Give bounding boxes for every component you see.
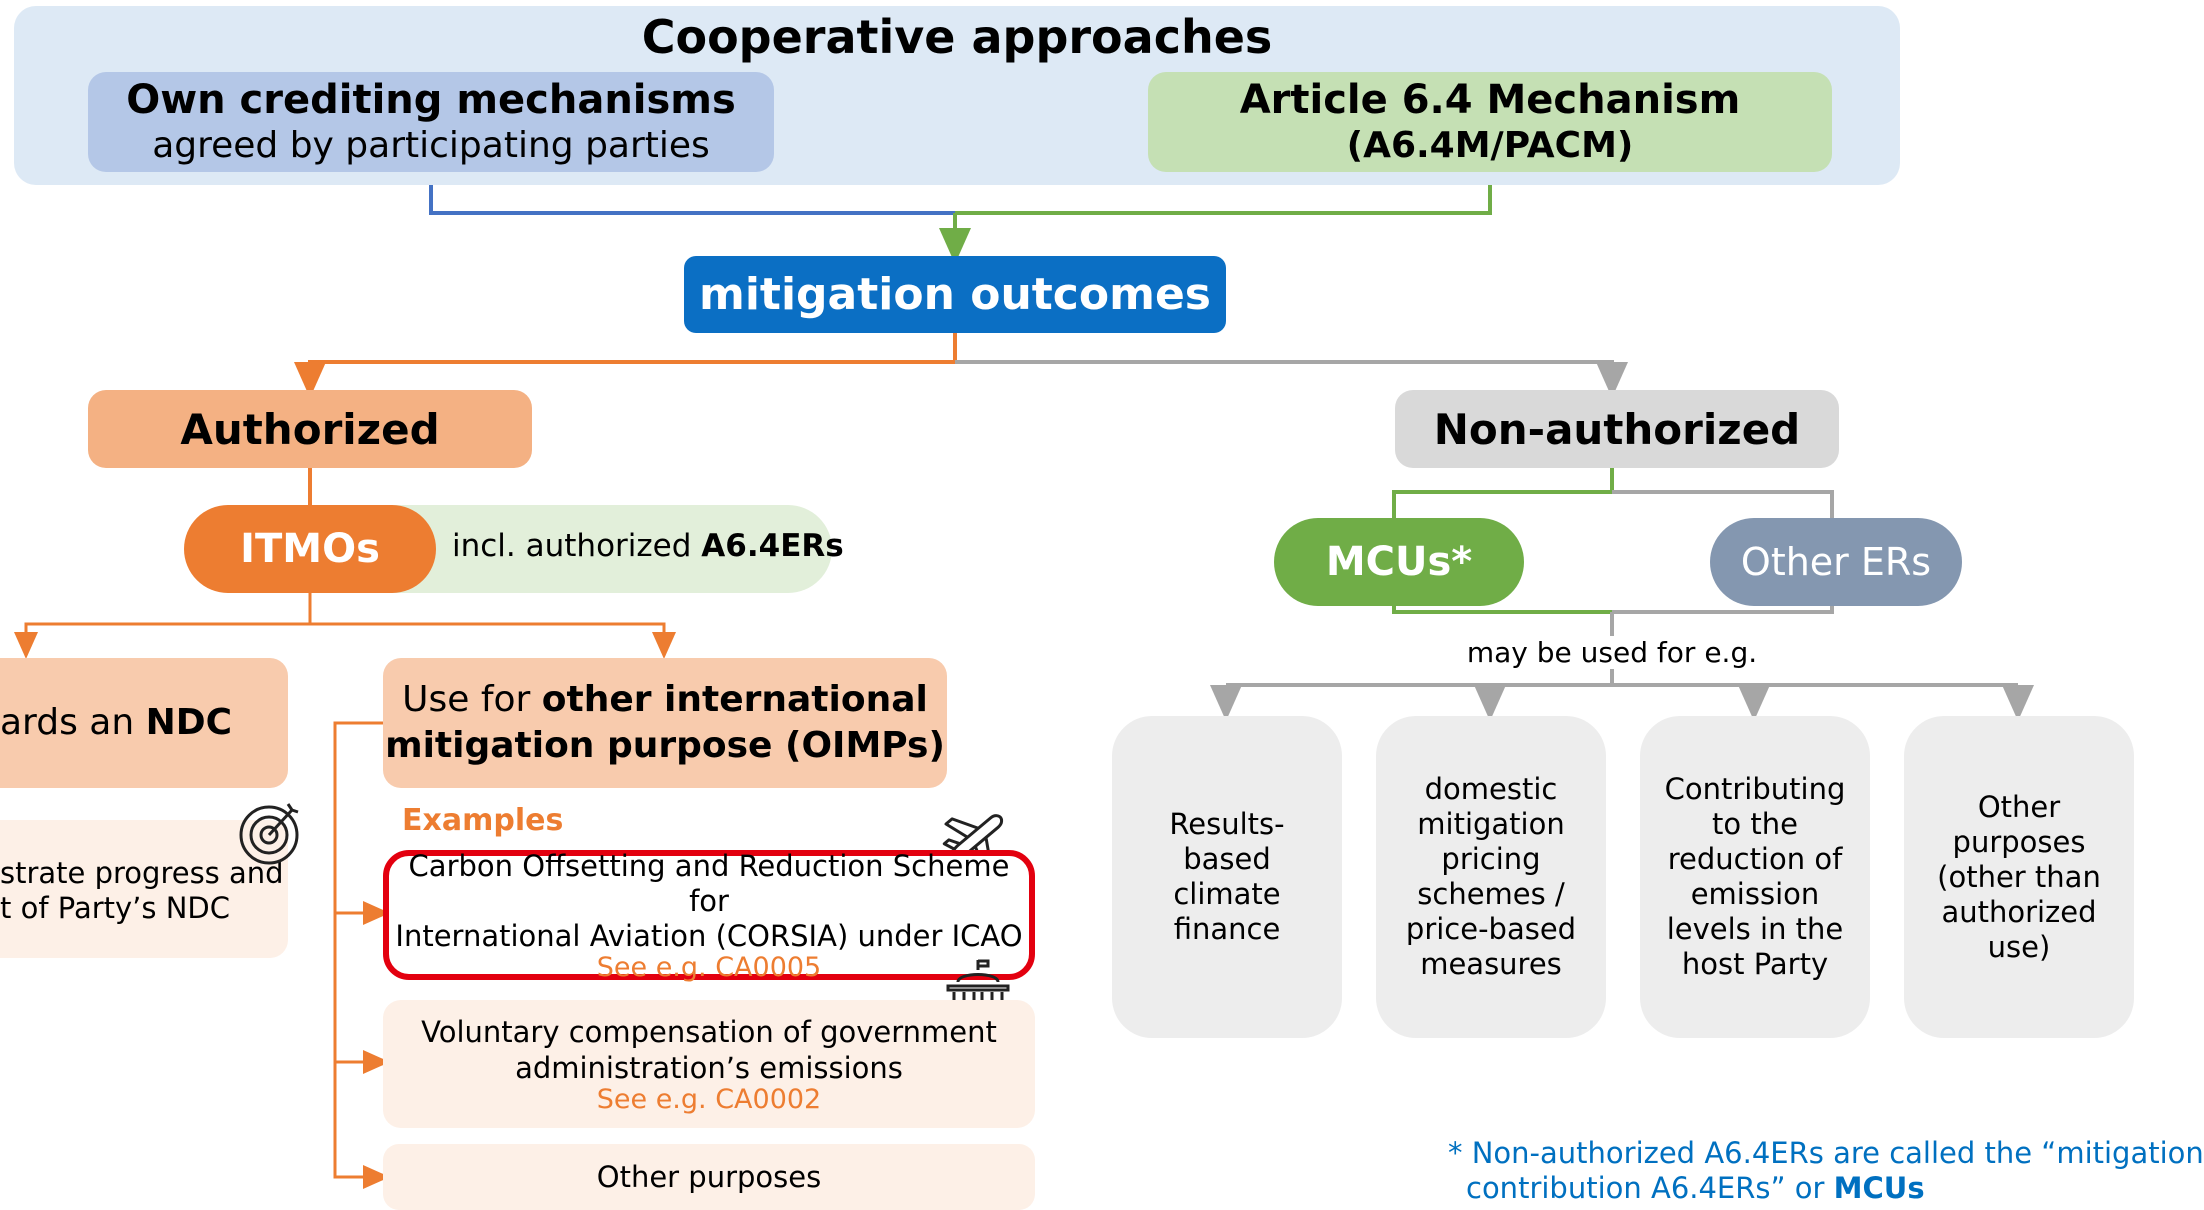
own-connector	[429, 172, 955, 215]
footnote-line2: contribution A6.4ERs” or MCUs	[1466, 1171, 1925, 1205]
example-corsia-ref: See e.g. CA0005	[596, 951, 822, 983]
use-line: finance	[1173, 912, 1281, 946]
use-line: host Party	[1681, 947, 1829, 981]
own-crediting-title: Own crediting mechanisms	[126, 77, 736, 123]
cooperative-approaches-title: Cooperative approaches	[641, 10, 1273, 64]
ndc-box	[0, 658, 288, 788]
incl-authorized-text: incl. authorized A6.4ERs	[452, 528, 844, 564]
itmos-pill: ITMOs	[184, 505, 436, 593]
article-6-4-subtitle: (A6.4M/PACM)	[1346, 125, 1634, 166]
use-line: measures	[1420, 947, 1562, 981]
use-line: use)	[1987, 929, 2051, 964]
use-results-based-finance: Results- based climate finance	[1112, 716, 1342, 1038]
authorized-arrow	[294, 333, 957, 398]
non-authorized-arrow	[955, 360, 1628, 398]
use-line: pricing	[1441, 842, 1541, 876]
ndc-label: ards an NDC	[0, 702, 233, 743]
itmos-label: ITMOs	[240, 526, 380, 572]
use-line: authorized	[1941, 894, 2097, 929]
use-line: domestic	[1424, 772, 1558, 806]
example-corsia-line2: International Aviation (CORSIA) under IC…	[395, 918, 1023, 953]
example-voluntary-line2: administration’s emissions	[515, 1051, 903, 1085]
use-line: (other than	[1937, 859, 2101, 894]
ndc-arrow	[14, 593, 312, 659]
other-ers-pill: Other ERs	[1710, 518, 1962, 606]
example-corsia-line1: Carbon Offsetting and Reduction Scheme f…	[408, 848, 1010, 918]
use-line: to the	[1712, 807, 1798, 841]
examples-bracket	[333, 721, 383, 1179]
use-line: based	[1183, 842, 1271, 876]
example-voluntary-line1: Voluntary compensation of government	[421, 1015, 997, 1049]
oimp-line1: Use for other international	[402, 679, 928, 720]
ndc-description-box	[0, 820, 288, 958]
mcus-pill: MCUs*	[1274, 518, 1524, 606]
non-authorized-box: Non-authorized	[1395, 390, 1839, 468]
ndc-description-line2: t of Party’s NDC	[0, 891, 230, 925]
article-connector	[955, 172, 1492, 215]
use-other-purposes: Other purposes (other than authorized us…	[1904, 716, 2134, 1038]
may-be-used-label: may be used for e.g.	[1462, 636, 1762, 669]
mcus-label: MCUs*	[1325, 539, 1473, 585]
use-line: levels in the	[1666, 912, 1844, 946]
other-ers-label: Other ERs	[1740, 540, 1932, 584]
use-line: Results-	[1169, 807, 1285, 841]
use-line: price-based	[1405, 912, 1577, 946]
use-line: Other	[1977, 789, 2061, 824]
example-corsia-box: Carbon Offsetting and Reduction Scheme f…	[383, 848, 1035, 983]
own-crediting-box: Own crediting mechanisms agreed by parti…	[88, 72, 774, 172]
mitigation-outcomes-box: mitigation outcomes	[684, 256, 1226, 333]
use-host-party-reduction: Contributing to the reduction of emissio…	[1640, 716, 1870, 1038]
use-domestic-pricing: domestic mitigation pricing schemes / pr…	[1376, 716, 1606, 1038]
diagram-canvas: Cooperative approaches Own crediting mec…	[0, 6, 2204, 1210]
use-line: reduction of	[1667, 842, 1843, 876]
use-line: emission	[1690, 877, 1820, 911]
use-line: purposes	[1952, 824, 2086, 859]
example-voluntary-box: Voluntary compensation of government adm…	[383, 1000, 1035, 1128]
footnote-line1: * Non-authorized A6.4ERs are called the …	[1448, 1136, 2204, 1170]
use-line: Contributing	[1664, 772, 1846, 806]
use-line: schemes /	[1417, 877, 1565, 911]
use-line: climate	[1173, 877, 1281, 911]
use-line: mitigation	[1417, 807, 1565, 841]
own-crediting-subtitle: agreed by participating parties	[152, 125, 710, 166]
mitigation-outcomes-label: mitigation outcomes	[699, 269, 1211, 320]
oimp-arrow	[310, 622, 676, 659]
oimp-box: Use for other international mitigation p…	[383, 658, 947, 788]
examples-label: Examples	[402, 803, 564, 838]
target-icon	[239, 803, 299, 865]
article-6-4-title: Article 6.4 Mechanism	[1239, 77, 1741, 123]
example-voluntary-ref: See e.g. CA0002	[596, 1084, 822, 1115]
example-other-box: Other purposes	[383, 1144, 1035, 1210]
article-6-4-box: Article 6.4 Mechanism (A6.4M/PACM)	[1148, 72, 1832, 172]
authorized-box: Authorized	[88, 390, 532, 468]
non-authorized-label: Non-authorized	[1433, 404, 1801, 454]
example-other-label: Other purposes	[596, 1160, 822, 1194]
oimp-line2: mitigation purpose (OIMPs)	[385, 725, 945, 766]
ndc-description-line1: strate progress and	[0, 856, 284, 890]
authorized-label: Authorized	[180, 404, 440, 454]
